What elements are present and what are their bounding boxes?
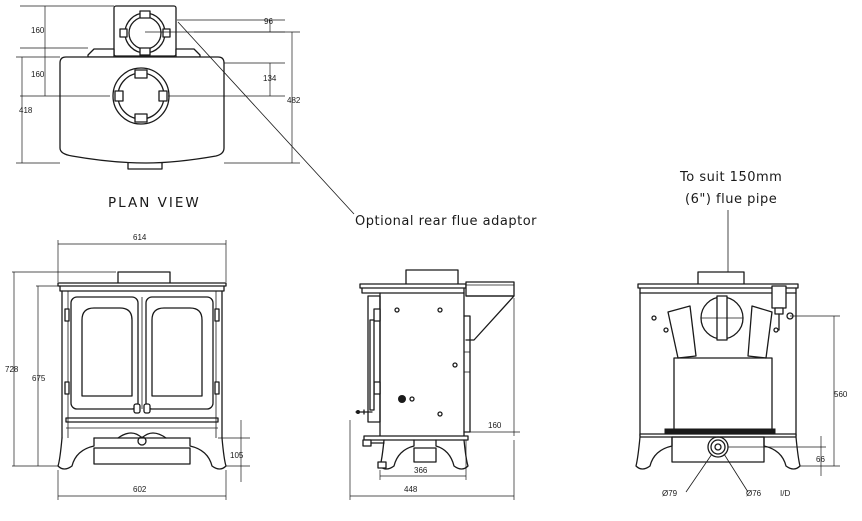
dim-front-height-overall: 728 — [5, 365, 19, 374]
rear-flue-callout: Optional rear flue adaptor — [355, 214, 537, 229]
front-glass-left — [81, 307, 133, 397]
rear-center-panel — [673, 357, 773, 431]
dim-rear-flue-offset: 96 — [264, 17, 273, 26]
side-air-control — [398, 395, 406, 403]
dim-rear-inner-diameter: Ø76 — [746, 489, 762, 498]
dim-front-base-width: 602 — [133, 485, 147, 494]
rear-panel-right — [747, 305, 773, 359]
dim-top-flue-depth: 160 — [31, 70, 45, 79]
dim-rear-outer-diameter: Ø79 — [662, 489, 678, 498]
dim-top-flue-offset: 134 — [263, 74, 277, 83]
rear-body-outline — [639, 292, 797, 437]
side-view: 160 366 448 — [349, 269, 520, 500]
rear-air-inlet-inner — [710, 439, 726, 455]
dim-side-depth-body: 366 — [414, 466, 428, 475]
rear-flue-leader — [177, 21, 355, 215]
side-ashpan — [413, 447, 437, 463]
side-top-plate — [359, 283, 467, 289]
dim-front-height-base: 105 — [230, 451, 244, 460]
side-body-outline — [379, 292, 465, 437]
plan-view: 96 160 160 418 134 482 PLAN VIEW — [16, 5, 301, 211]
front-ashpan — [93, 447, 191, 465]
rear-leg-right — [763, 436, 801, 470]
front-leg-left — [57, 437, 95, 470]
dim-front-top-width: 614 — [133, 233, 147, 242]
front-body-outline — [61, 290, 223, 439]
rear-lug-left — [87, 48, 115, 58]
rear-view: To suit 150mm (6") flue pipe — [635, 170, 848, 498]
rear-base-rail — [664, 428, 776, 435]
plan-view-title: PLAN VIEW — [108, 195, 201, 211]
front-door-right — [145, 296, 214, 410]
flue-pipe-callout-line2: (6") flue pipe — [685, 192, 777, 207]
side-rear-adaptor — [465, 281, 515, 297]
dim-side-adaptor-depth: 160 — [488, 421, 502, 430]
dim-side-depth-overall: 448 — [404, 485, 418, 494]
front-door-handle-left — [133, 403, 141, 414]
front-door-left — [70, 296, 139, 410]
front-view: 614 728 675 105 602 — [5, 233, 250, 500]
dim-plan-depth-overall: 482 — [287, 96, 301, 105]
rear-panel-left — [667, 305, 697, 359]
front-door-handle-right — [143, 403, 151, 414]
rear-top-plate — [637, 283, 799, 289]
dim-rear-outlet-height: 560 — [834, 390, 848, 399]
front-glass-right — [151, 307, 203, 397]
dim-rear-inner-note: I/D — [780, 489, 790, 498]
side-door-profile — [367, 295, 381, 423]
flue-pipe-callout-line1: To suit 150mm — [679, 170, 782, 185]
rear-flue-box — [113, 5, 177, 57]
side-leg-front — [379, 439, 415, 470]
front-top-plate — [57, 282, 227, 287]
dim-front-height-body: 675 — [32, 374, 46, 383]
dim-rear-air-inlet-height: 66 — [816, 455, 825, 464]
dim-plan-depth-body: 418 — [19, 106, 33, 115]
side-leg-rear — [435, 439, 469, 470]
front-leg-right — [189, 437, 227, 470]
rear-lug-right — [175, 48, 201, 58]
dim-rear-flue-depth: 160 — [31, 26, 45, 35]
rear-leg-left — [635, 436, 673, 470]
